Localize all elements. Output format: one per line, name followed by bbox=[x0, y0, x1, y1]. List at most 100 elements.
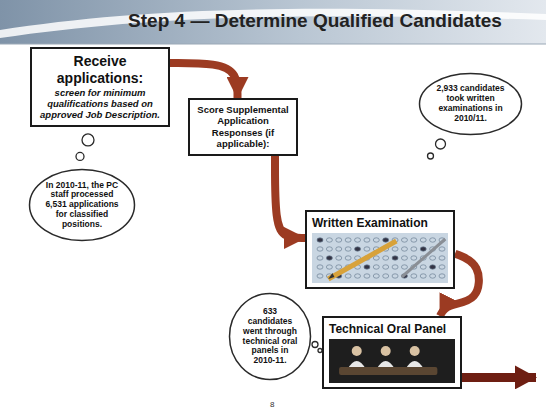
answer-bubble bbox=[317, 265, 323, 269]
answer-bubble bbox=[355, 247, 361, 251]
node-heading: 2,933 candidates took written examinatio… bbox=[433, 84, 509, 123]
answer-bubble bbox=[317, 238, 323, 242]
panel-table bbox=[339, 367, 437, 375]
answer-bubble bbox=[336, 247, 342, 251]
answer-bubble bbox=[373, 238, 379, 242]
answer-bubble bbox=[420, 265, 426, 269]
panel-room bbox=[329, 339, 455, 383]
answer-bubble bbox=[373, 265, 379, 269]
banner-swoosh bbox=[0, 9, 546, 38]
answer-bubble bbox=[355, 274, 361, 278]
page-number: 8 bbox=[270, 400, 274, 409]
banner-edge bbox=[0, 44, 546, 45]
answer-bubble bbox=[439, 256, 445, 260]
answer-bubble bbox=[439, 247, 445, 251]
process-box: Written Examination bbox=[305, 210, 455, 289]
pencil-tip bbox=[328, 273, 334, 279]
answer-bubble bbox=[420, 247, 426, 251]
answer-bubble bbox=[364, 238, 370, 242]
cloud-ellipse bbox=[230, 294, 311, 380]
answer-bubble bbox=[411, 238, 417, 242]
thought-cloud: 2,933 candidates took written examinatio… bbox=[418, 72, 523, 136]
answer-bubble bbox=[430, 238, 436, 242]
answer-bubble bbox=[392, 256, 398, 260]
pencil bbox=[328, 241, 396, 279]
oral-panel-picture bbox=[329, 339, 455, 383]
thought-cloud: In 2010-11, the PC staff processed 6,531… bbox=[28, 168, 136, 242]
answer-bubble bbox=[439, 274, 445, 278]
answer-bubble bbox=[383, 238, 389, 242]
answer-bubble bbox=[345, 238, 351, 242]
cloud-ellipse bbox=[420, 74, 522, 135]
answer-bubble bbox=[430, 274, 436, 278]
answer-bubble bbox=[317, 256, 323, 260]
node-heading: Receive applications: bbox=[37, 53, 163, 87]
cloud-text-block: In 2010-11, the PC staff processed 6,531… bbox=[43, 181, 121, 230]
answer-bubble bbox=[401, 256, 407, 260]
panelist-head bbox=[410, 346, 420, 356]
answer-bubble bbox=[326, 256, 332, 260]
answer-bubble bbox=[345, 274, 351, 278]
answer-bubble bbox=[401, 247, 407, 251]
answer-bubble bbox=[411, 247, 417, 251]
answer-bubble bbox=[383, 265, 389, 269]
answer-bubble bbox=[373, 256, 379, 260]
node-heading: Technical Oral Panel bbox=[329, 322, 455, 336]
pen bbox=[402, 239, 446, 277]
cloud-text-block: 633 candidates went through technical or… bbox=[240, 307, 300, 366]
answer-bubble bbox=[317, 247, 323, 251]
answer-bubble bbox=[411, 256, 417, 260]
answer-bubble bbox=[326, 238, 332, 242]
node-heading: 633 candidates went through technical or… bbox=[240, 307, 300, 366]
panelist-head bbox=[352, 346, 362, 356]
answer-bubble bbox=[392, 247, 398, 251]
answer-bubble bbox=[364, 247, 370, 251]
node-heading: Written Examination bbox=[312, 216, 448, 230]
answer-bubble bbox=[392, 274, 398, 278]
answer-bubble bbox=[430, 265, 436, 269]
answer-bubble bbox=[430, 256, 436, 260]
answer-bubble bbox=[345, 247, 351, 251]
answer-bubble bbox=[364, 274, 370, 278]
cloud-text-block: 2,933 candidates took written examinatio… bbox=[433, 84, 509, 123]
answer-bubble bbox=[373, 274, 379, 278]
process-box: Technical Oral Panel bbox=[322, 316, 462, 389]
process-box: Receive applications:screen for minimum … bbox=[30, 47, 170, 127]
node-heading: In 2010-11, the PC staff processed 6,531… bbox=[43, 181, 121, 230]
banner-ground bbox=[0, 0, 546, 44]
flow-arrow bbox=[170, 63, 238, 98]
answer-bubble bbox=[383, 274, 389, 278]
answer-bubble bbox=[392, 265, 398, 269]
answer-bubble bbox=[401, 265, 407, 269]
answer-bubble bbox=[383, 256, 389, 260]
thought-bubble bbox=[82, 134, 94, 146]
answer-bubble bbox=[439, 265, 445, 269]
slide-title: Step 4 — Determine Qualified Candidates bbox=[95, 10, 535, 32]
thought-bubble bbox=[428, 153, 434, 159]
thought-cloud: 633 candidates went through technical or… bbox=[228, 292, 312, 381]
flow-arrow bbox=[275, 156, 305, 238]
answer-bubble bbox=[317, 274, 323, 278]
answer-bubble bbox=[326, 247, 332, 251]
node-heading: Score Supplemental Application Responses… bbox=[195, 104, 291, 150]
thought-bubble bbox=[312, 342, 318, 348]
answer-bubble bbox=[411, 274, 417, 278]
exit-arrow bbox=[462, 373, 536, 382]
process-box: Score Supplemental Application Responses… bbox=[188, 98, 298, 156]
answer-bubble bbox=[336, 238, 342, 242]
answer-bubble bbox=[420, 238, 426, 242]
answer-bubble bbox=[420, 274, 426, 278]
answer-bubble bbox=[401, 238, 407, 242]
answer-bubble bbox=[345, 256, 351, 260]
node-body: screen for minimum qualifications based … bbox=[37, 87, 163, 121]
thought-bubble bbox=[436, 139, 446, 149]
answer-sheet bbox=[312, 233, 448, 283]
answer-bubble bbox=[364, 265, 370, 269]
exam-sheet-picture bbox=[312, 233, 448, 283]
answer-bubble bbox=[336, 256, 342, 260]
answer-bubble bbox=[355, 238, 361, 242]
answer-bubble bbox=[336, 265, 342, 269]
answer-bubble bbox=[326, 265, 332, 269]
cloud-ellipse bbox=[30, 170, 135, 241]
thought-bubble bbox=[76, 152, 84, 160]
